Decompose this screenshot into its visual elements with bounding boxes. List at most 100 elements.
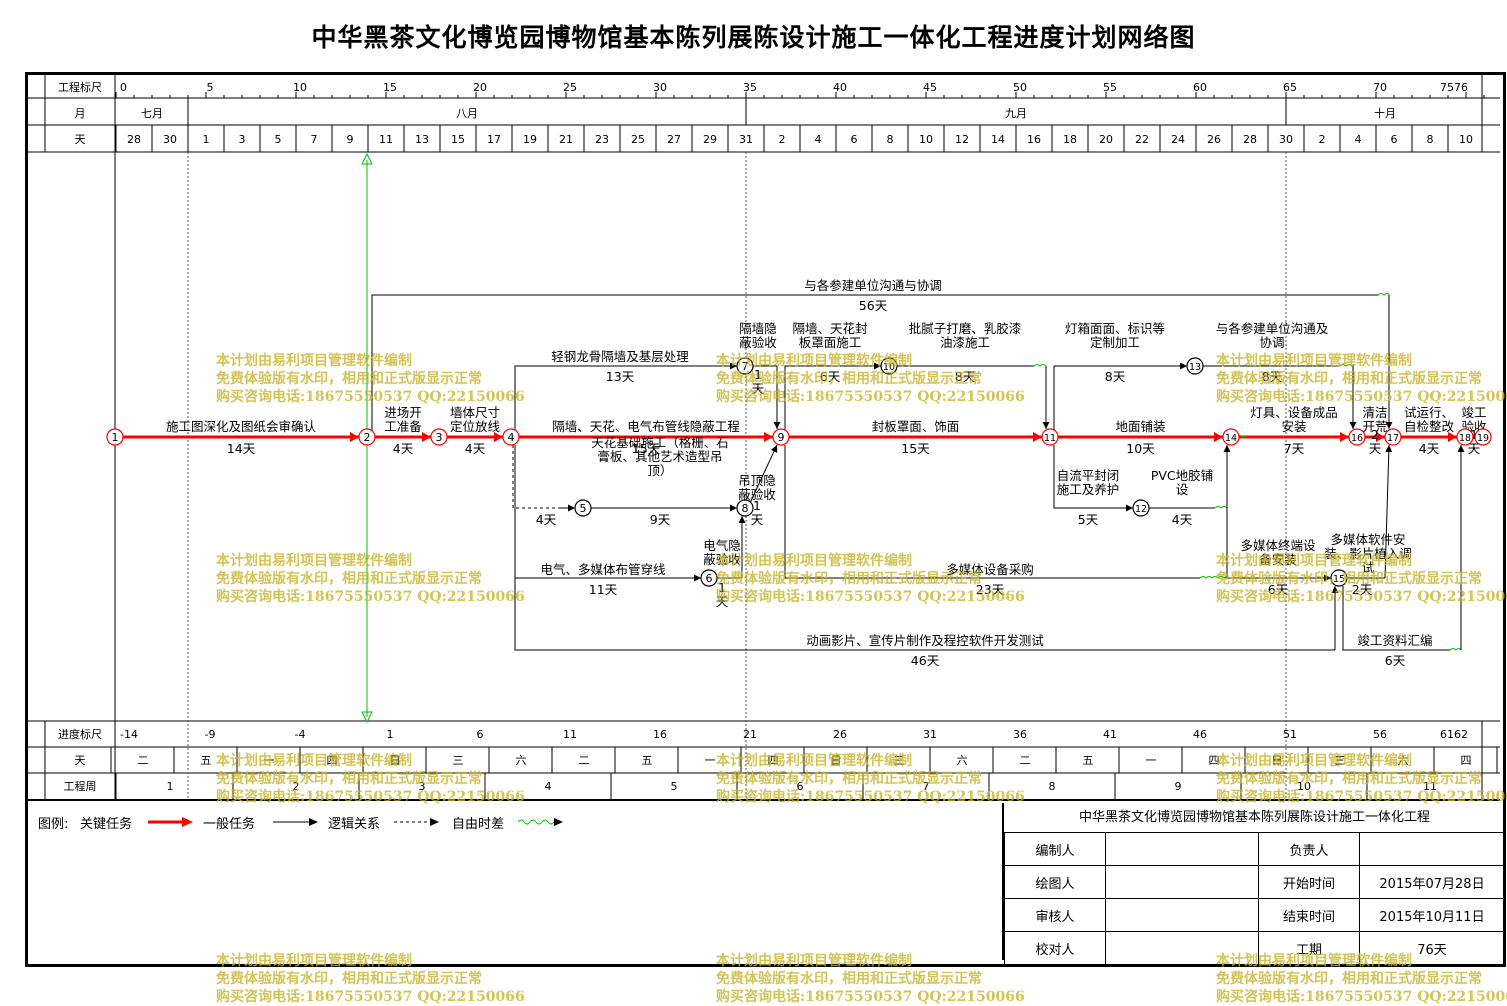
normal-task-arrow-head: [1385, 445, 1393, 453]
day-label: 12: [955, 133, 969, 146]
legend-critical-label: 关键任务: [80, 817, 133, 832]
node-number: 3: [436, 431, 443, 444]
weekday-label: 六: [1398, 754, 1409, 767]
task-label: 与各参建单位沟通与协调: [804, 278, 942, 293]
free-float: [1377, 293, 1390, 296]
node-5: [574, 499, 592, 517]
weekday-label: 三: [453, 754, 464, 767]
weekday-label: 三: [1335, 754, 1346, 767]
critical-task-arrow-head: [1214, 432, 1223, 442]
reviewer-value: [1105, 898, 1259, 932]
node-number: 14: [1225, 433, 1237, 444]
legend-logic-label: 逻辑关系: [328, 817, 381, 832]
scale-tick-label: 30: [653, 81, 667, 94]
task-label: 蔽验收: [703, 552, 741, 567]
scale-tick-label: 60: [1193, 81, 1207, 94]
logic-relation-line: [512, 445, 560, 509]
day-label: 23: [595, 133, 609, 146]
owner-value: [1359, 832, 1505, 866]
task-label: 多媒体设备采购: [946, 562, 1034, 577]
free-float: [1214, 506, 1228, 509]
normal-task-arrow-head: [1331, 586, 1339, 593]
task-label: 工准备: [384, 419, 422, 434]
day-label: 28: [1243, 133, 1257, 146]
day-label: 25: [631, 133, 645, 146]
day-row-label: 天: [75, 133, 86, 146]
node-4: [502, 428, 520, 446]
scale-tick-label: 55: [1103, 81, 1117, 94]
progress-tick-label: -4: [295, 728, 306, 741]
normal-task-arrow-head: [770, 445, 778, 453]
normal-task-line: [1342, 586, 1450, 651]
normal-task-arrow-head: [1126, 504, 1133, 512]
start-value: 2015年07月28日: [1359, 865, 1505, 899]
day-label: 9: [347, 133, 354, 146]
checker-label: 校对人: [1004, 931, 1106, 965]
task-label: 灯具、设备成品: [1250, 405, 1338, 420]
task-duration: 4天: [1172, 512, 1193, 527]
week-label: 2: [293, 780, 300, 793]
task-label: 开荒: [1362, 419, 1387, 434]
legend-free-float-label: 自由时差: [452, 817, 505, 832]
scale-tick-label: 40: [833, 81, 847, 94]
task-duration: 46天: [911, 653, 940, 668]
node-8: [736, 499, 754, 517]
task-duration: 1: [1470, 427, 1478, 442]
progress-tick-label: 1: [387, 728, 394, 741]
period-label: 工期: [1258, 931, 1360, 965]
progress-tick-label: 56: [1373, 728, 1387, 741]
legend-free-float-line: [518, 818, 563, 826]
critical-task-arrow-head: [1376, 432, 1385, 442]
task-label: 多媒体终端设: [1240, 538, 1316, 553]
day-label: 29: [703, 133, 717, 146]
week-row-label: 工程周: [64, 780, 97, 793]
task-label: 定制加工: [1090, 335, 1140, 350]
task-duration: 2: [1371, 427, 1379, 442]
progress-tick-label: 46: [1193, 728, 1207, 741]
scale-tick-label: 45: [923, 81, 937, 94]
task-duration: 5天: [1078, 512, 1099, 527]
scale-tick-label: 0: [120, 81, 127, 94]
weekday-label: 一: [705, 754, 716, 767]
task-label: 隔墙隐: [739, 321, 777, 336]
normal-task-arrow: [1384, 444, 1390, 579]
day-label: 19: [523, 133, 537, 146]
task-label: 多媒体软件安: [1330, 532, 1405, 547]
legend-critical-arrow: [148, 817, 193, 827]
day-label: 11: [379, 133, 393, 146]
weekday-label: 四: [1209, 754, 1220, 767]
period-value: 76天: [1359, 931, 1505, 965]
task-duration: 4天: [536, 512, 557, 527]
day-label: 13: [415, 133, 429, 146]
week-label: 9: [1175, 780, 1182, 793]
day-label: 18: [1063, 133, 1077, 146]
task-duration: 15天: [632, 441, 661, 456]
node-number: 10: [883, 362, 895, 373]
week-label: 5: [671, 780, 678, 793]
task-duration: 天: [1369, 441, 1382, 456]
node-13: [1186, 357, 1204, 375]
task-label: 膏板、其他艺术造型吊: [597, 449, 722, 464]
weekday-label: 日: [390, 754, 401, 767]
progress-row-label: 进度标尺: [58, 727, 102, 741]
weekday-label: 五: [1083, 754, 1094, 767]
month-label: 九月: [1005, 107, 1027, 120]
task-duration: 6天: [1268, 582, 1289, 597]
day-label: 2: [779, 133, 786, 146]
scale-tick-label: 20: [473, 81, 487, 94]
task-label: 墙体尺寸: [450, 405, 500, 420]
month-label: 十月: [1374, 106, 1396, 120]
day-label: 20: [1099, 133, 1113, 146]
normal-task-arrow: [749, 444, 778, 504]
normal-task-arrow-head: [1385, 422, 1393, 429]
task-duration: 6天: [820, 369, 841, 384]
day-label: 21: [559, 133, 573, 146]
weekday-label: 一: [264, 754, 275, 767]
task-duration: 15天: [901, 441, 930, 456]
normal-task-arrow-head: [1349, 422, 1357, 429]
node-number: 16: [1351, 433, 1363, 444]
task-label: 吊顶隐: [738, 473, 776, 488]
node-number: 7: [742, 360, 749, 373]
